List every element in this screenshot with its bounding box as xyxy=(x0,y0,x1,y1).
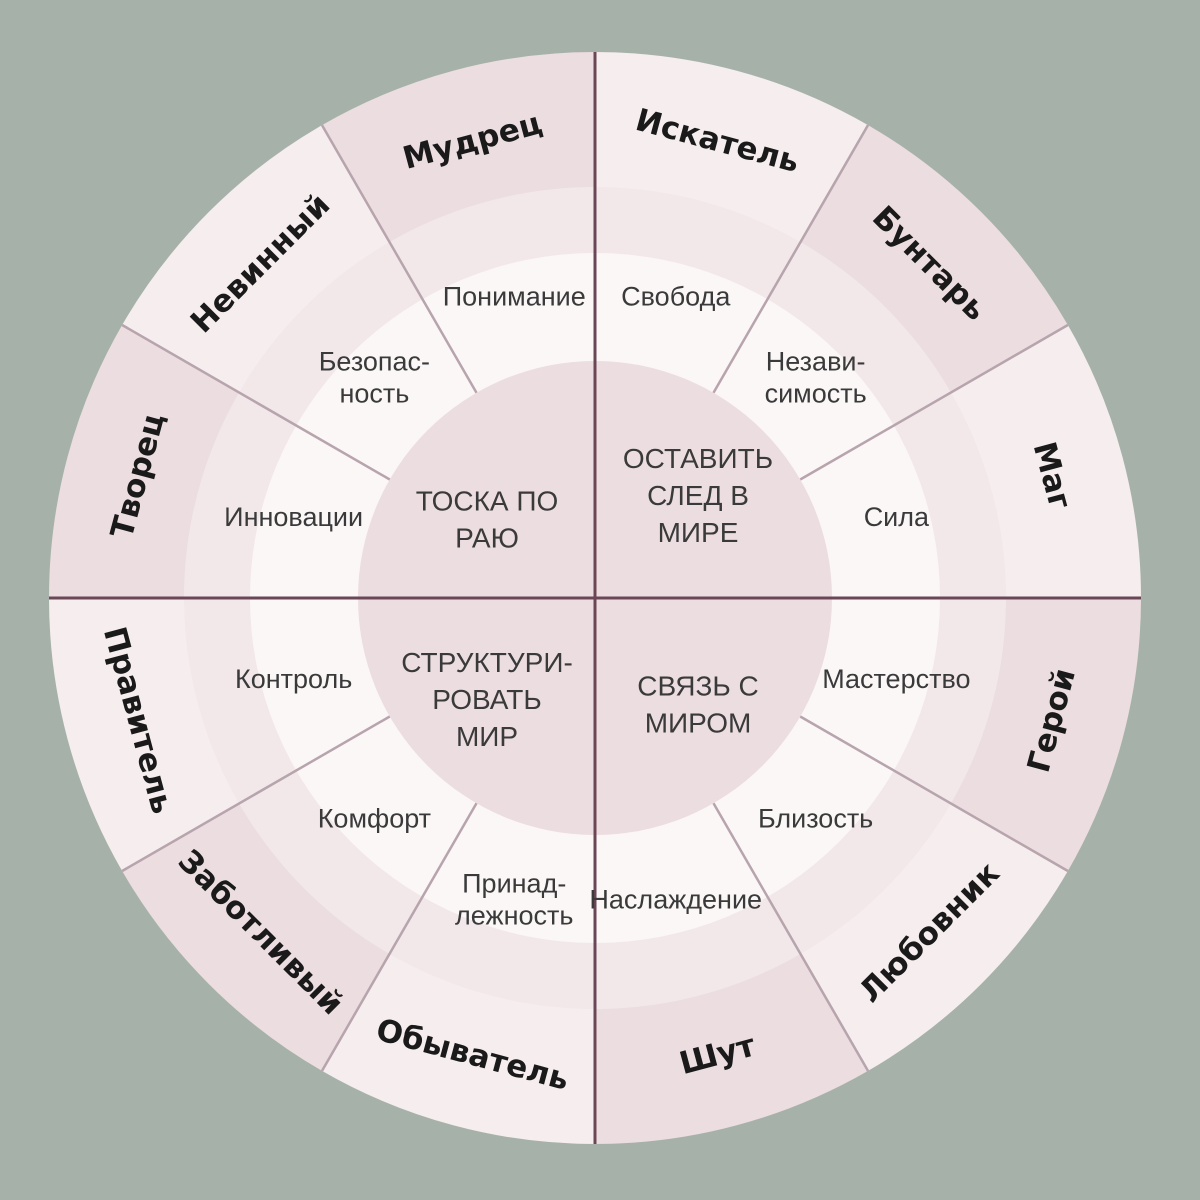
value-label-power: Сила xyxy=(864,502,930,532)
quadrant-line: МИР xyxy=(456,721,518,752)
value-line: Контроль xyxy=(235,664,352,694)
value-line: ность xyxy=(339,378,409,408)
sector-divider xyxy=(799,715,1069,873)
value-line: Незави- xyxy=(766,346,866,376)
value-label-innovation: Инновации xyxy=(224,502,363,532)
value-line: Принад- xyxy=(462,868,566,898)
value-label-comfort: Комфорт xyxy=(318,804,431,834)
value-line: Понимание xyxy=(443,282,586,312)
sector-divider xyxy=(320,802,478,1072)
quadrant-label-top-left: ТОСКА ПО РАЮ xyxy=(416,486,559,554)
value-label-pleasure: Наслаждение xyxy=(589,884,762,914)
value-label-mastery: Мастерство xyxy=(822,664,970,694)
value-label-independence: Незави-симость xyxy=(765,346,867,408)
value-line: Близость xyxy=(758,804,873,834)
quadrant-line: СЛЕД В xyxy=(647,480,749,511)
sector-divider xyxy=(320,124,478,394)
quadrant-label-bottom-left: СТРУКТУРИ- РОВАТЬ МИР xyxy=(401,647,573,752)
value-line: Наслаждение xyxy=(589,884,762,914)
sector-divider xyxy=(712,124,870,394)
value-label-freedom: Свобода xyxy=(621,282,731,312)
quadrant-label-top-right: ОСТАВИТЬ СЛЕД В МИРЕ xyxy=(623,443,773,548)
sector-divider xyxy=(121,323,391,481)
sector-divider xyxy=(799,323,1069,481)
value-line: Безопас- xyxy=(319,346,430,376)
value-label-intimacy: Близость xyxy=(758,804,873,834)
quadrant-line: РАЮ xyxy=(455,523,519,554)
quadrant-line: МИРЕ xyxy=(658,517,739,548)
value-line: симость xyxy=(765,378,867,408)
value-line: Свобода xyxy=(621,282,731,312)
value-label-safety: Безопас-ность xyxy=(319,346,430,408)
quadrant-line: ОСТАВИТЬ xyxy=(623,443,773,474)
quadrant-line: СТРУКТУРИ- xyxy=(401,647,573,678)
sector-dividers xyxy=(121,124,1069,1072)
value-line: Сила xyxy=(864,502,930,532)
value-label-belonging: Принад-лежность xyxy=(455,868,573,930)
value-line: Мастерство xyxy=(822,664,970,694)
quadrant-label-bottom-right: СВЯЗЬ С МИРОМ xyxy=(637,671,758,739)
sector-divider xyxy=(712,802,870,1072)
quadrant-line: ТОСКА ПО xyxy=(416,486,559,517)
value-label-control: Контроль xyxy=(235,664,352,694)
value-line: лежность xyxy=(455,900,573,930)
quadrant-line: СВЯЗЬ С xyxy=(637,671,758,702)
quadrant-axes xyxy=(49,52,1141,1144)
value-label-understanding: Понимание xyxy=(443,282,586,312)
quadrant-line: РОВАТЬ xyxy=(432,684,542,715)
value-line: Инновации xyxy=(224,502,363,532)
quadrant-line: МИРОМ xyxy=(645,708,752,739)
value-labels: СвободаНезави-симостьСилаМастерствоБлизо… xyxy=(224,282,970,931)
value-line: Комфорт xyxy=(318,804,431,834)
sector-divider xyxy=(121,715,391,873)
